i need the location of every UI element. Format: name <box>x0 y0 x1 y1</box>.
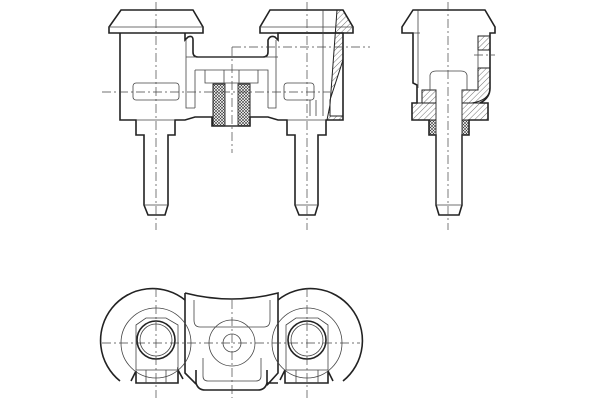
right-slot <box>283 82 315 101</box>
side-section-view <box>401 2 496 230</box>
body-outline <box>119 32 344 216</box>
right-wall-section <box>326 9 354 121</box>
right-lobe <box>277 287 364 382</box>
center-body <box>184 291 279 391</box>
left-lobe <box>99 287 186 382</box>
front-section-view <box>102 2 370 230</box>
bottom-view <box>99 287 364 398</box>
right-insert-section <box>237 83 251 127</box>
left-insert-section <box>212 83 226 127</box>
